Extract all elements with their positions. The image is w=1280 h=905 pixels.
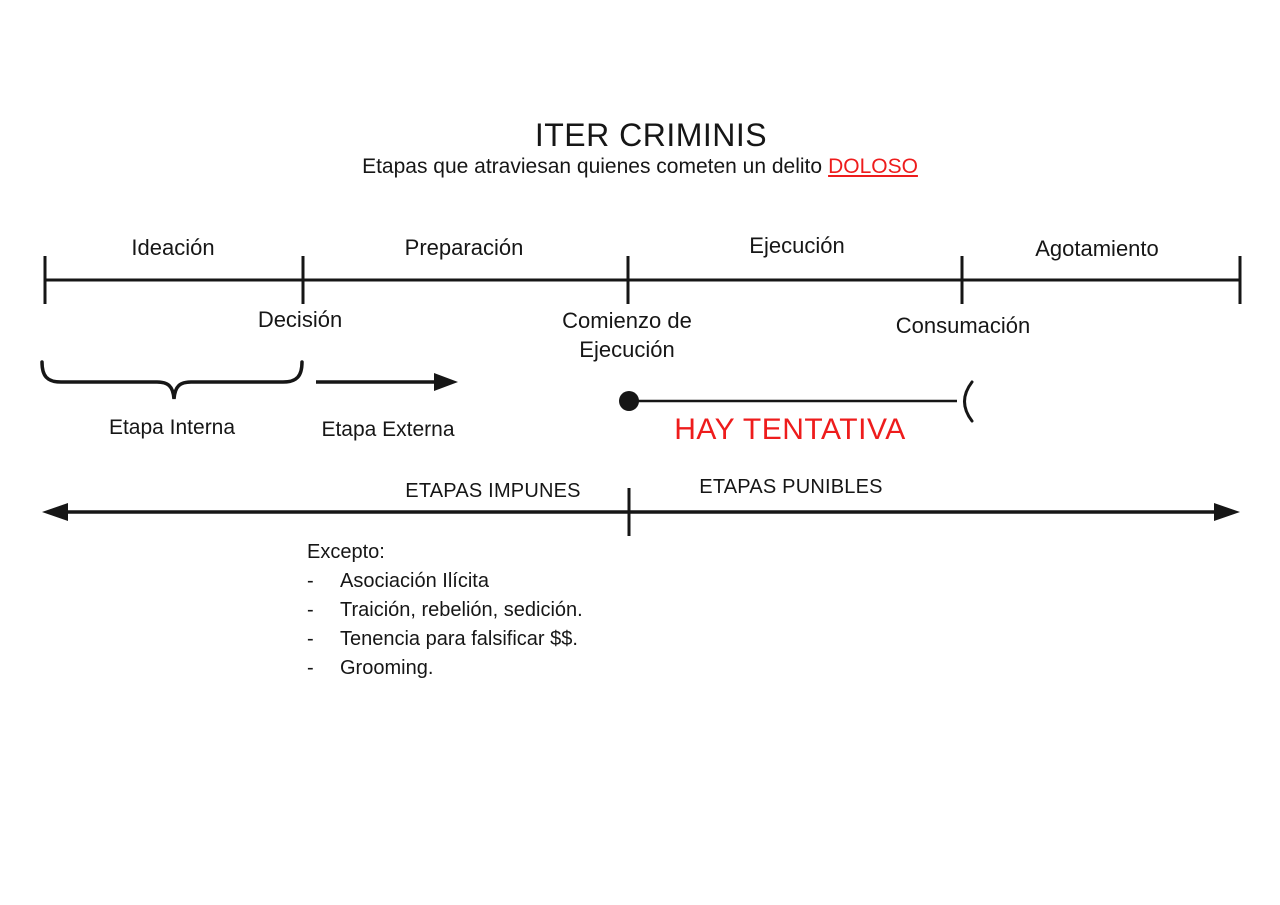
bullet-dash: - — [307, 628, 314, 650]
list-item: - Grooming. — [307, 654, 667, 683]
exception-traicion-rebelion-sedicion: Traición, rebelión, sedición. — [340, 599, 583, 621]
tentativa-caption: HAY TENTATIVA — [674, 413, 906, 446]
milestone-label-consumacion: Consumación — [895, 313, 1031, 338]
milestone-label-comienzo-ejecucion: Comienzo de Ejecución — [562, 308, 692, 362]
stage-label-etapa-externa: Etapa Externa — [321, 418, 455, 441]
phase-label-ejecucion: Ejecución — [749, 233, 845, 258]
bullet-dash: - — [307, 570, 314, 592]
tentativa-range-icon — [619, 380, 974, 423]
bullet-dash: - — [307, 599, 314, 621]
page-title: ITER CRIMINIS — [534, 117, 768, 153]
list-item: - Tenencia para falsificar $$. — [307, 625, 667, 654]
exceptions-heading: Excepto: — [307, 541, 385, 563]
exception-tenencia-falsificar: Tenencia para falsificar $$. — [340, 628, 578, 650]
subtitle-highlight-doloso: DOLOSO — [828, 155, 918, 178]
label-etapas-impunes: ETAPAS IMPUNES — [405, 480, 581, 502]
list-item: - Asociación Ilícita — [307, 567, 667, 596]
exceptions-block: Excepto: - Asociación Ilícita - Traición… — [307, 538, 667, 683]
external-stage-arrow-icon — [316, 373, 458, 391]
exception-grooming: Grooming. — [340, 657, 434, 679]
timeline-axis — [43, 256, 1242, 304]
list-item: - Traición, rebelión, sedición. — [307, 596, 667, 625]
milestone-label-decision: Decisión — [257, 307, 343, 332]
label-etapas-punibles: ETAPAS PUNIBLES — [699, 476, 883, 498]
page-subtitle: Etapas que atraviesan quienes cometen un… — [0, 155, 1280, 179]
phase-label-preparacion: Preparación — [404, 235, 524, 260]
subtitle-text: Etapas que atraviesan quienes cometen un… — [362, 155, 823, 178]
phase-label-ideacion: Ideación — [131, 235, 215, 260]
stage-label-etapa-interna: Etapa Interna — [108, 416, 236, 439]
bullet-dash: - — [307, 657, 314, 679]
exception-asociacion-ilicita: Asociación Ilícita — [340, 570, 489, 592]
phase-label-agotamiento: Agotamiento — [1035, 236, 1159, 261]
punishability-axis — [42, 488, 1240, 536]
internal-stage-brace-icon — [40, 360, 304, 400]
